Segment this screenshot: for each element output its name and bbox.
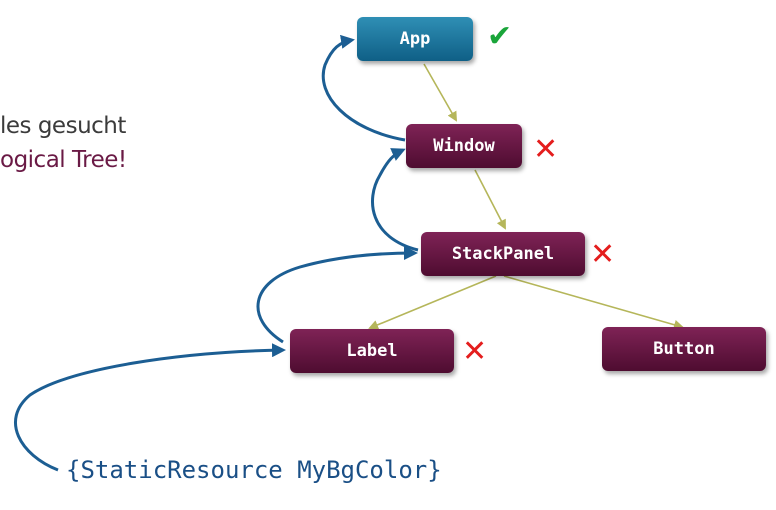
edge-stackpanel-window bbox=[474, 169, 506, 230]
check-icon: ✔ bbox=[487, 19, 513, 54]
node-app: App bbox=[357, 17, 473, 61]
lookup-arrow-window-to-app bbox=[321, 34, 406, 142]
cross-icon: ✕ bbox=[462, 334, 488, 369]
node-label: Label bbox=[290, 329, 454, 373]
lookup-arrow-code-to-label bbox=[14, 343, 286, 472]
lookup-arrow-stackpanel-to-window bbox=[371, 148, 419, 252]
edge-stackpanel-label bbox=[368, 275, 497, 330]
description-line-2: ogical Tree! bbox=[0, 147, 127, 173]
description-line-1: les gesucht bbox=[0, 113, 126, 139]
lookup-arrow-label-to-stackpanel bbox=[256, 246, 418, 344]
edge-window-app bbox=[423, 63, 457, 122]
cross-icon: ✕ bbox=[533, 132, 559, 167]
node-button: Button bbox=[602, 327, 766, 371]
edge-stackpanel-button bbox=[503, 275, 684, 330]
cross-icon: ✕ bbox=[590, 237, 616, 272]
node-stackpanel: StackPanel bbox=[421, 232, 585, 276]
node-window: Window bbox=[406, 124, 522, 168]
static-resource-code: {StaticResource MyBgColor} bbox=[66, 456, 442, 484]
